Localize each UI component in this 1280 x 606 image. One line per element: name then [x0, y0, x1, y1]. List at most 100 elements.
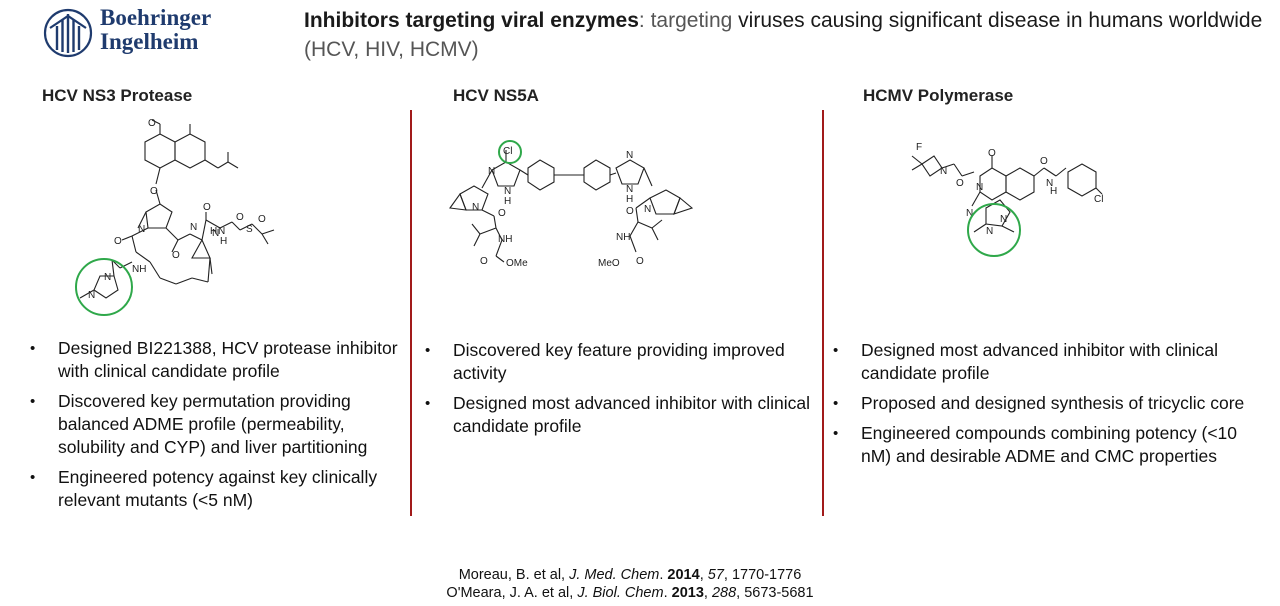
- bullet-text: Discovered key feature providing improve…: [453, 340, 785, 383]
- bullet-marker: •: [30, 469, 36, 486]
- company-logo: Boehringer Ingelheim: [42, 4, 242, 60]
- bullet-list-hcmv: • Designed most advanced inhibitor with c…: [829, 339, 1269, 475]
- svg-text:N: N: [190, 222, 197, 233]
- ref-journal: J. Biol. Chem: [577, 585, 664, 601]
- svg-text:N: N: [626, 150, 633, 161]
- slide-headline: Inhibitors targeting viral enzymes: targ…: [304, 6, 1264, 64]
- svg-text:O: O: [1040, 156, 1048, 167]
- reference-2: O'Meara, J. A. et al, J. Biol. Chem. 201…: [0, 584, 1260, 602]
- list-item: • Designed most advanced inhibitor with c…: [421, 392, 817, 438]
- headline-text-c: (HCV, HIV, HCMV): [304, 38, 479, 61]
- svg-text:O: O: [258, 214, 266, 225]
- ref-comma: ,: [703, 585, 712, 601]
- logo-wordmark: Boehringer Ingelheim: [100, 6, 211, 54]
- list-item: •Engineered potency against key clinical…: [26, 466, 406, 512]
- svg-text:H: H: [626, 194, 633, 205]
- svg-text:O: O: [114, 236, 122, 247]
- references: Moreau, B. et al, J. Med. Chem. 2014, 57…: [0, 566, 1260, 602]
- ref-pages: , 1770-1776: [723, 567, 802, 583]
- svg-text:O: O: [172, 250, 180, 261]
- bullet-text: Proposed and designed synthesis of tricy…: [861, 393, 1245, 413]
- list-item: • Proposed and designed synthesis of tric…: [829, 392, 1269, 415]
- column-divider-1: [410, 110, 412, 516]
- structure-hcmv-polymerase: F N O N O O N H Cl N N N: [911, 142, 1103, 257]
- svg-text:OMe: OMe: [506, 258, 528, 269]
- bullet-text: Designed most advanced inhibitor with cl…: [861, 340, 1218, 383]
- ref-authors: O'Meara, J. A. et al,: [446, 585, 578, 601]
- svg-text:N: N: [212, 228, 219, 239]
- svg-text:F: F: [916, 142, 922, 153]
- svg-text:N: N: [976, 182, 983, 193]
- bullet-list-ns3: • Designed BI221388, HCV protease inhibit…: [26, 337, 406, 519]
- svg-text:O: O: [203, 202, 211, 213]
- svg-text:O: O: [636, 256, 644, 267]
- svg-text:O: O: [150, 186, 158, 197]
- svg-text:NH: NH: [616, 232, 630, 243]
- svg-text:O: O: [480, 256, 488, 267]
- structure-ns3-protease: O O O NH N O N O H N O S N H O N N: [75, 118, 275, 316]
- headline-text-a: : targeting: [638, 9, 739, 32]
- bullet-marker: •: [425, 342, 431, 359]
- bullet-marker: •: [30, 340, 36, 357]
- svg-text:NH: NH: [498, 234, 512, 245]
- svg-text:N: N: [644, 204, 651, 215]
- list-item: •Discovered key permutation providing ba…: [26, 390, 406, 459]
- reference-1: Moreau, B. et al, J. Med. Chem. 2014, 57…: [0, 566, 1260, 584]
- headline-bold: Inhibitors targeting viral enzymes: [304, 9, 639, 32]
- structure-ns5a: Cl N N H N N H N O NH O OMe N O NH MeO O: [449, 140, 694, 269]
- svg-text:N: N: [472, 202, 479, 213]
- ref-year: 2013: [671, 585, 704, 601]
- ref-sep: .: [659, 567, 668, 583]
- ref-sep: .: [663, 585, 672, 601]
- svg-text:O: O: [988, 148, 996, 159]
- bullet-marker: •: [833, 425, 839, 442]
- svg-text:N: N: [1046, 178, 1053, 189]
- svg-text:N: N: [626, 184, 633, 195]
- ref-journal: J. Med. Chem: [569, 567, 660, 583]
- svg-text:N: N: [138, 224, 145, 235]
- svg-text:H: H: [210, 226, 217, 237]
- bullet-marker: •: [833, 342, 839, 359]
- list-item: •Engineered compounds combining potency …: [829, 422, 1269, 468]
- svg-text:O: O: [956, 178, 964, 189]
- list-item: • Designed BI221388, HCV protease inhibit…: [26, 337, 406, 383]
- svg-text:N: N: [104, 272, 111, 283]
- bullet-text: Discovered key permutation providing bal…: [58, 391, 368, 457]
- svg-text:S: S: [246, 224, 253, 235]
- svg-text:H: H: [1050, 186, 1057, 197]
- column-title-hcmv: HCMV Polymerase: [863, 86, 1014, 105]
- svg-text:H: H: [504, 196, 511, 207]
- svg-text:H: H: [220, 236, 227, 247]
- ref-pages: , 5673-5681: [736, 585, 814, 601]
- bullet-marker: •: [425, 395, 431, 412]
- svg-text:O: O: [498, 208, 506, 219]
- column-divider-2: [822, 110, 824, 516]
- column-title-ns3: HCV NS3 Protease: [42, 86, 193, 105]
- headline-text-b: viruses causing significant disease in h…: [738, 9, 1263, 32]
- logo-line-2: Ingelheim: [100, 29, 199, 54]
- list-item: • Designed most advanced inhibitor with c…: [829, 339, 1269, 385]
- svg-text:Cl: Cl: [1094, 194, 1103, 205]
- svg-text:N: N: [1000, 214, 1007, 225]
- svg-text:N: N: [218, 226, 225, 237]
- bullet-text: Designed BI221388, HCV protease inhibito…: [58, 338, 398, 381]
- svg-text:O: O: [236, 212, 244, 223]
- svg-text:MeO: MeO: [598, 258, 620, 269]
- svg-text:N: N: [966, 208, 973, 219]
- svg-text:N: N: [488, 166, 495, 177]
- ref-comma: ,: [699, 567, 708, 583]
- svg-text:Cl: Cl: [503, 146, 512, 157]
- ref-year: 2014: [667, 567, 700, 583]
- svg-text:N: N: [940, 166, 947, 177]
- svg-text:N: N: [88, 290, 95, 301]
- svg-text:N: N: [504, 186, 511, 197]
- ref-volume: 57: [707, 567, 724, 583]
- svg-text:O: O: [148, 118, 156, 129]
- ref-volume: 288: [711, 585, 737, 601]
- bullet-text: Designed most advanced inhibitor with cl…: [453, 393, 810, 436]
- logo-line-1: Boehringer: [100, 5, 212, 30]
- bullet-marker: •: [833, 395, 839, 412]
- svg-text:N: N: [986, 226, 993, 237]
- column-title-ns5a: HCV NS5A: [453, 86, 539, 105]
- list-item: • Discovered key feature providing improv…: [421, 339, 817, 385]
